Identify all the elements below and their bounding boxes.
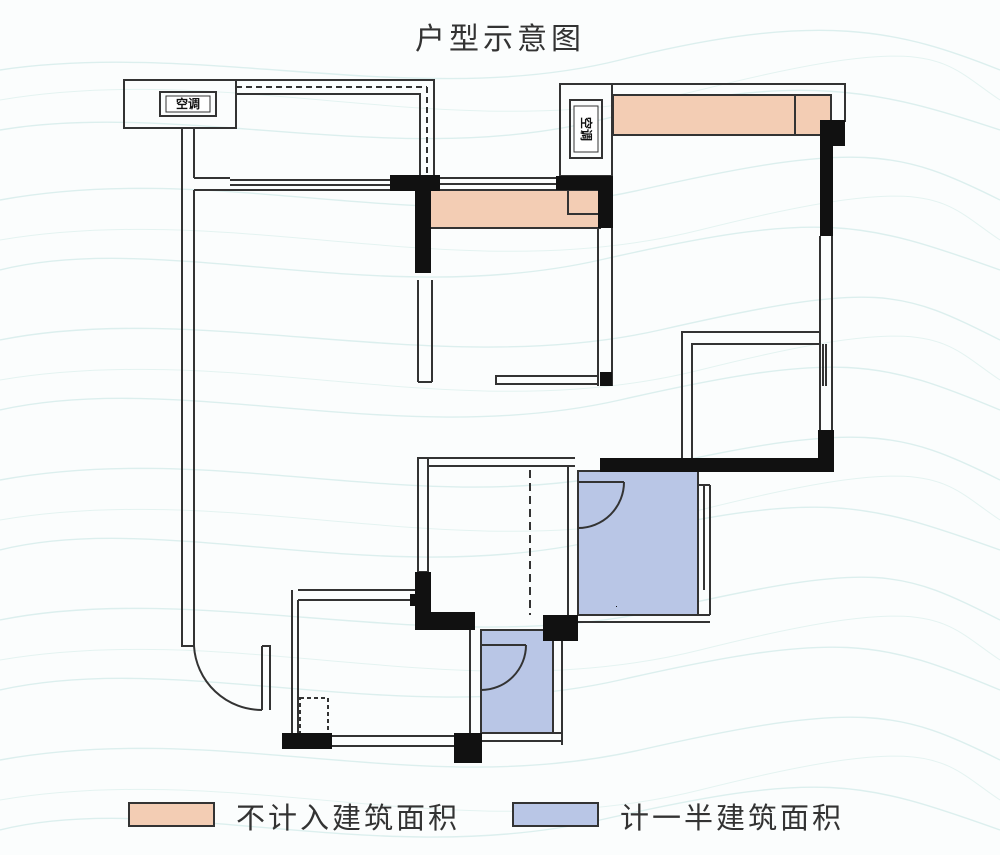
legend-swatch-half	[512, 802, 599, 827]
half-area-utility	[481, 630, 553, 733]
legend-label-half: 计一半建筑面积	[620, 801, 845, 835]
excluded-area-balcony-top-right	[613, 95, 831, 135]
ac-unit-right	[573, 105, 599, 153]
ac-label-left: 空调	[175, 97, 200, 111]
legend-label-excluded: 不计入建筑面积	[236, 801, 461, 835]
ac-unit-left	[165, 95, 211, 113]
page-title: 户型示意图	[415, 22, 585, 57]
legend-swatch-excluded	[128, 802, 215, 827]
half-area-balcony	[578, 471, 698, 615]
excluded-area-bay-window	[430, 190, 600, 228]
ac-label-right: 空调	[579, 116, 593, 141]
